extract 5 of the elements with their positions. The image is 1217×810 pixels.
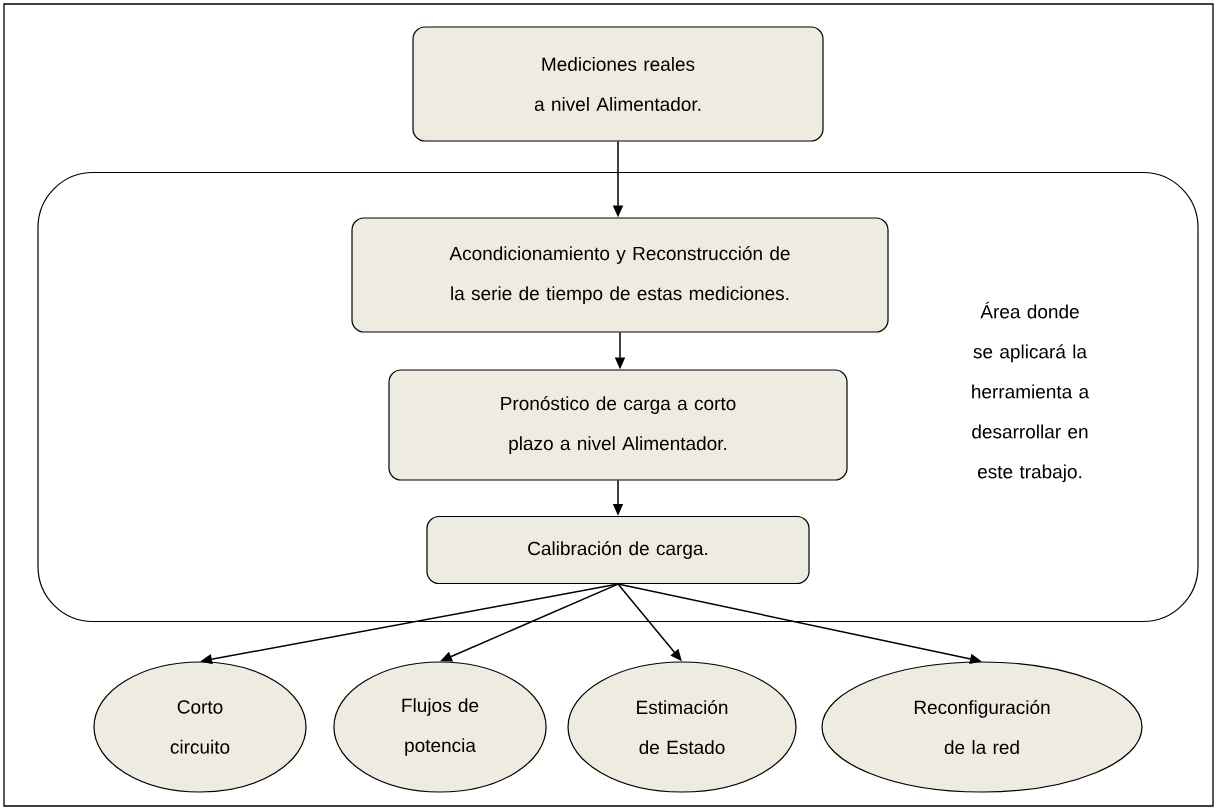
region-note: Área donde se aplicará la herramienta a desarrollar en este trabajo.	[972, 301, 1090, 483]
process-box: Pronóstico de carga a corto plazo a nivel Alimentador.	[388, 369, 848, 481]
process-box: Calibración de carga.	[426, 515, 810, 585]
process-box: Mediciones reales a nivel Alimentador.	[412, 26, 824, 142]
process-box: Acondicionamiento y Reconstrucción de la serie de tiempo de estas mediciones.	[351, 217, 889, 333]
